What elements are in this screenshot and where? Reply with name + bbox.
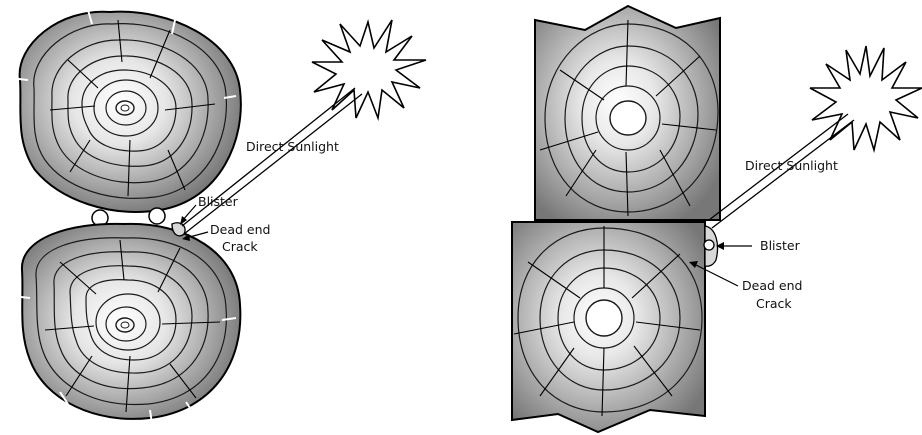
round-log-top-pith	[121, 105, 129, 111]
label-crack: Crack	[756, 296, 792, 311]
squared-timber-top	[535, 6, 720, 220]
label-crack: Crack	[222, 239, 258, 254]
label-blister: Blister	[760, 238, 801, 253]
squared-timber-bottom-pith	[586, 300, 622, 336]
right-panel: Direct Sunlight Blister Dead end Crack	[512, 6, 922, 432]
label-blister: Blister	[198, 194, 239, 209]
round-log-bottom-pith	[121, 322, 129, 328]
label-direct-sunlight: Direct Sunlight	[246, 139, 339, 154]
blister-circle-right	[704, 240, 714, 250]
squared-timber-top-pith	[610, 101, 646, 135]
label-direct-sunlight: Direct Sunlight	[745, 158, 838, 173]
label-dead-end: Dead end	[210, 222, 270, 237]
sun-icon	[810, 46, 922, 150]
spacer-circle-right	[149, 208, 165, 224]
round-log-bottom	[12, 224, 240, 424]
sunlight-ray	[712, 120, 854, 228]
sun-icon	[312, 20, 426, 118]
squared-timber-bottom	[512, 222, 705, 432]
round-log-top	[10, 10, 241, 212]
left-panel: Direct Sunlight Blister Dead end Crack	[10, 10, 426, 424]
label-dead-end: Dead end	[742, 278, 802, 293]
